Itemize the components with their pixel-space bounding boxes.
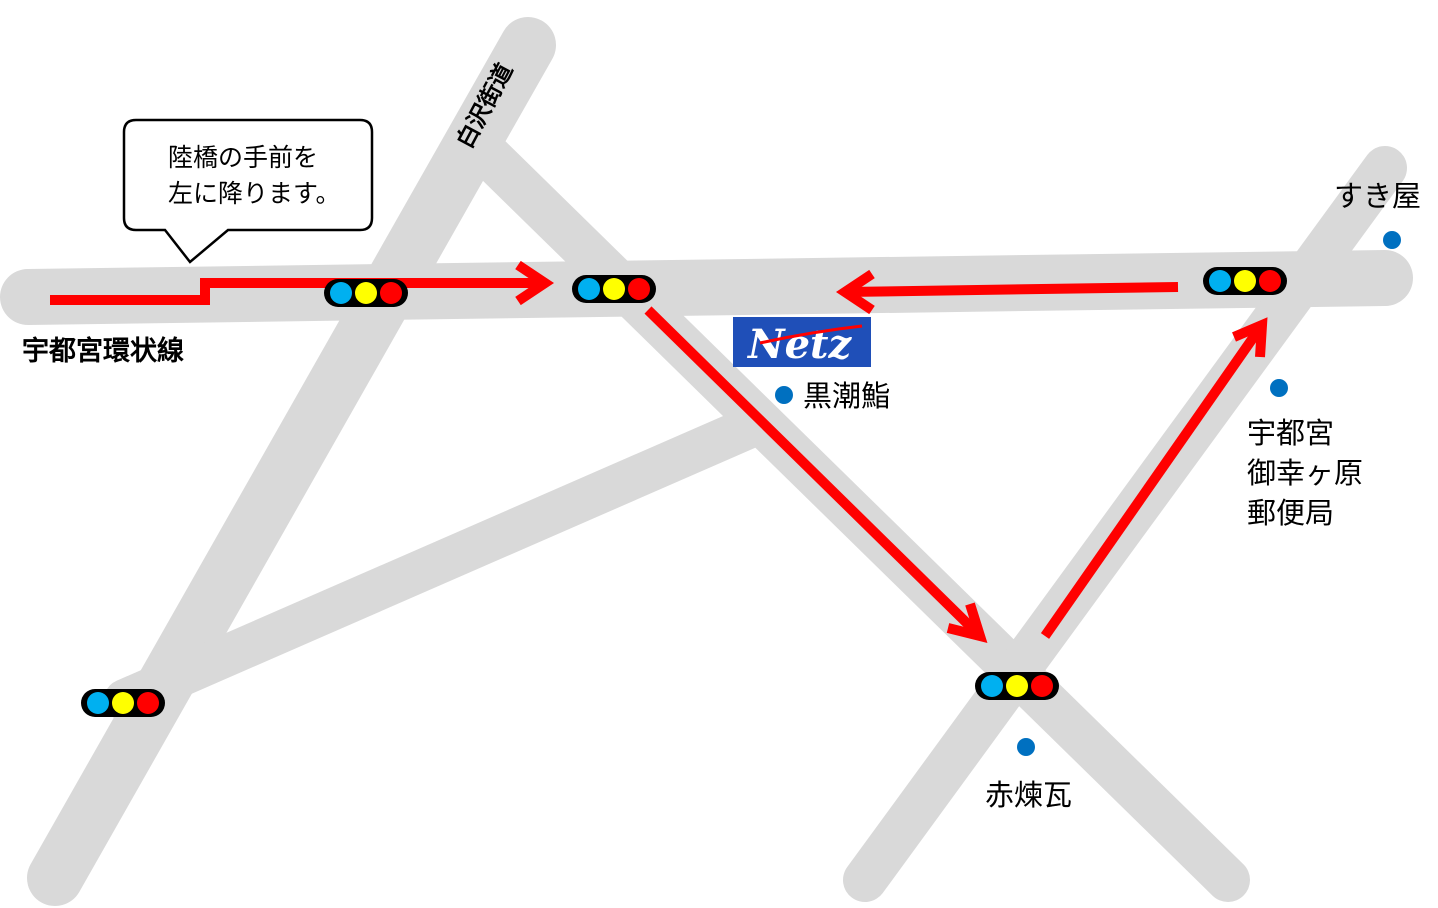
- location-dot-icon: [775, 386, 793, 404]
- callout-bubble: 陸橋の手前を 左に降ります。: [122, 118, 374, 264]
- location-dot-icon: [1017, 738, 1035, 756]
- route-segment-ring-east: [844, 282, 1179, 297]
- traffic-light-icon: [324, 279, 408, 307]
- traffic-light-icon: [572, 275, 656, 303]
- ring-road-label: 宇都宮環状線: [22, 335, 184, 367]
- route-arrowhead-4: [1232, 317, 1268, 358]
- route-segment-diagonal: [644, 306, 984, 640]
- route-arrowhead-1: [515, 260, 555, 306]
- road-ring-main: [0, 250, 1413, 325]
- traffic-light-icon: [1203, 267, 1287, 295]
- landmark-post-office-line-2: 御幸ヶ原: [1247, 456, 1363, 490]
- location-dot-icon: [1383, 231, 1401, 249]
- netz-logo: Netz: [733, 317, 871, 368]
- road-south-link: [104, 404, 776, 721]
- location-dot-icon: [1270, 379, 1288, 397]
- landmark-sukiya: すき屋: [1334, 179, 1421, 213]
- callout-line-2: 左に降ります。: [168, 179, 341, 208]
- traffic-light-icon: [81, 689, 165, 717]
- landmark-kuroshio: 黒潮鮨: [803, 379, 890, 413]
- landmark-post-office-line-1: 宇都宮: [1247, 416, 1334, 450]
- landmark-post-office-line-3: 郵便局: [1247, 496, 1334, 530]
- route-segment-northeast: [1040, 322, 1267, 639]
- traffic-light-icon: [975, 672, 1059, 700]
- callout-line-1: 陸橋の手前を: [168, 143, 318, 172]
- landmark-akarenga: 赤煉瓦: [985, 778, 1072, 812]
- route-arrowhead-2: [835, 269, 875, 315]
- route-arrowhead-3: [946, 602, 988, 644]
- road-shirasawa: [27, 17, 556, 906]
